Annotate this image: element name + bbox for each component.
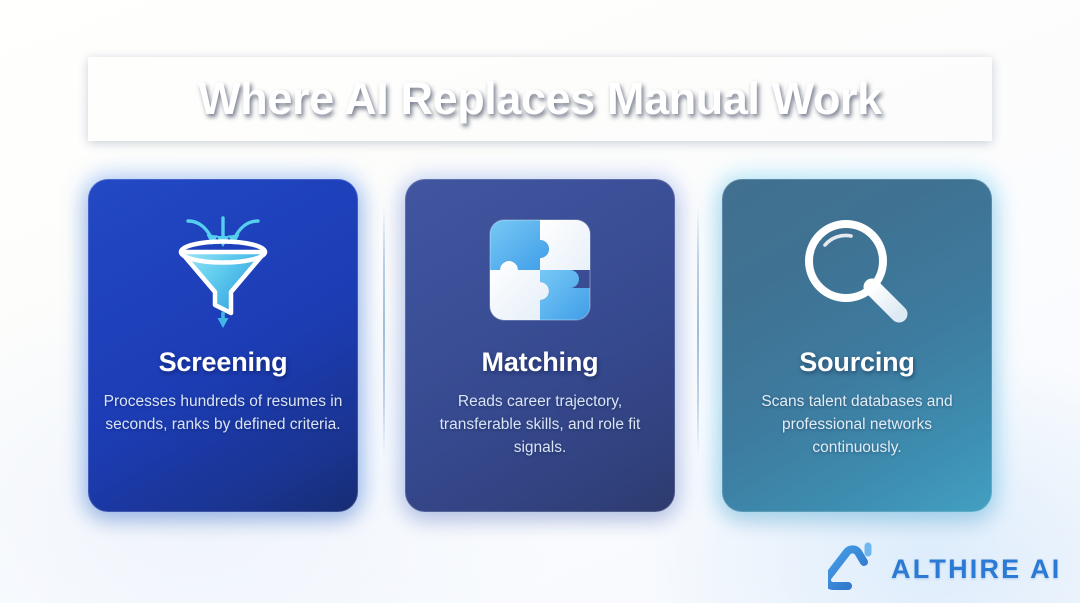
althire-monogram-icon: [823, 542, 880, 597]
feature-cards-row: Screening Processes hundreds of resumes …: [88, 179, 992, 512]
title-banner: Where AI Replaces Manual Work: [88, 57, 992, 141]
card-title: Sourcing: [799, 347, 915, 377]
card-divider: [697, 206, 699, 456]
card-divider: [383, 206, 385, 456]
feature-card-screening[interactable]: Screening Processes hundreds of resumes …: [88, 179, 358, 512]
brand-logo[interactable]: ALTHIRE AI: [823, 542, 1062, 597]
card-title: Screening: [158, 347, 288, 377]
card-title: Matching: [481, 347, 599, 377]
funnel-icon: [167, 211, 279, 329]
card-description: Scans talent databases and professional …: [761, 393, 953, 456]
puzzle-icon: [488, 211, 592, 329]
card-description: Processes hundreds of resumes in seconds…: [103, 393, 343, 433]
card-description: Reads career trajectory, transferable sk…: [439, 393, 641, 456]
brand-name: ALTHIRE AI: [891, 554, 1062, 584]
page-title: Where AI Replaces Manual Work: [198, 73, 882, 124]
feature-card-matching[interactable]: Matching Reads career trajectory, transf…: [405, 179, 675, 512]
feature-card-sourcing[interactable]: Sourcing Scans talent databases and prof…: [722, 179, 992, 512]
magnifier-icon: [799, 211, 915, 329]
